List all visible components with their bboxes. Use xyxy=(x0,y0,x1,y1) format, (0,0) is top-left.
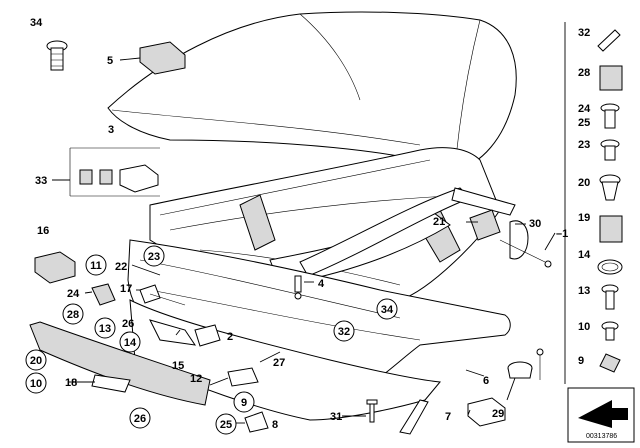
bracket-7 xyxy=(399,399,429,435)
seal-strip xyxy=(29,321,211,406)
leader-lines xyxy=(52,57,556,424)
svg-text:11: 11 xyxy=(90,260,102,272)
hinge-11 xyxy=(91,283,116,306)
sidebar-part-28-shape xyxy=(599,65,623,91)
callout-22: 22 xyxy=(115,261,127,273)
screw-34 xyxy=(46,40,68,71)
sidebar-label-23: 23 xyxy=(578,139,590,151)
circled-callout-10: 10 xyxy=(25,372,47,394)
callout-4: 4 xyxy=(318,278,325,290)
callout-17: 17 xyxy=(120,283,132,295)
sidebar-label-24: 24 xyxy=(578,103,591,115)
svg-text:25: 25 xyxy=(220,419,232,431)
clip-8 xyxy=(244,411,269,433)
sidebar-label-13: 13 xyxy=(578,285,590,297)
callout-34a: 34 xyxy=(30,17,43,29)
callout-3: 3 xyxy=(108,124,114,136)
svg-text:23: 23 xyxy=(148,251,160,263)
callout-8: 8 xyxy=(272,419,278,431)
callout-6: 6 xyxy=(483,375,489,387)
buffer-29 xyxy=(507,348,544,380)
sidebar-label-9: 9 xyxy=(578,355,584,367)
callout-30: 30 xyxy=(529,218,541,230)
rod-assembly xyxy=(139,284,221,347)
pad-5 xyxy=(139,41,186,75)
sidebar-part-13-shape xyxy=(601,284,619,310)
bolt-31 xyxy=(366,399,378,423)
circled-callout-26b: 26 xyxy=(129,407,151,429)
callout-7: 7 xyxy=(445,411,451,423)
sidebar-label-25: 25 xyxy=(578,117,590,129)
callout-12: 12 xyxy=(190,373,202,385)
svg-text:20: 20 xyxy=(30,355,42,367)
circled-callout-24: 11 xyxy=(85,254,107,276)
callout-2: 2 xyxy=(227,331,233,343)
sidebar-part-23-shape xyxy=(600,139,620,161)
block-6 xyxy=(467,397,506,427)
circled-callout-20: 20 xyxy=(25,349,47,371)
sidebar-label-10: 10 xyxy=(578,321,590,333)
circled-callout-32: 32 xyxy=(333,320,355,342)
callout-18: 18 xyxy=(65,377,77,389)
sidebar-part-10-shape xyxy=(601,321,619,341)
sidebar-part-24-25-shape xyxy=(600,103,620,129)
svg-text:32: 32 xyxy=(338,326,350,338)
svg-text:34: 34 xyxy=(381,304,394,316)
svg-text:9: 9 xyxy=(241,397,247,409)
sidebar-part-32-shape xyxy=(597,29,621,52)
callout-16: 16 xyxy=(37,225,49,237)
block-16 xyxy=(34,251,76,284)
circled-callout-23: 23 xyxy=(143,245,165,267)
callout-27: 27 xyxy=(273,357,285,369)
document-number: 00313786 xyxy=(586,433,617,440)
circled-callout-9: 9 xyxy=(233,391,255,413)
circled-callout-13: 13 xyxy=(94,317,116,339)
svg-text:13: 13 xyxy=(99,323,111,335)
callout-15: 15 xyxy=(172,360,184,372)
callout-31: 31 xyxy=(330,411,342,423)
circled-callouts: 23 11 28 13 14 20 10 26 xyxy=(25,245,398,435)
sidebar-label-14: 14 xyxy=(578,249,591,261)
hydraulic-cylinder-30 xyxy=(499,220,552,268)
callout-5: 5 xyxy=(107,55,113,67)
callout-11: 24 xyxy=(67,288,80,300)
svg-text:28: 28 xyxy=(67,309,79,321)
circled-callout-28: 28 xyxy=(62,303,84,325)
sidebar-part-14-shape xyxy=(597,259,623,275)
soft-top-cover xyxy=(107,11,517,171)
sidebar-label-20: 20 xyxy=(578,177,590,189)
sidebar-label-28: 28 xyxy=(578,67,590,79)
callout-1: –1 xyxy=(556,228,568,240)
bracket-21 xyxy=(469,209,501,241)
callout-33: 33 xyxy=(35,175,47,187)
svg-text:14: 14 xyxy=(124,337,137,349)
callout-21: 21 xyxy=(433,216,445,228)
sidebar-part-19-shape xyxy=(599,215,623,243)
circled-callout-25: 25 xyxy=(215,413,237,435)
pin-4 xyxy=(294,275,302,300)
circled-callout-14: 14 xyxy=(119,331,141,353)
doc-number-frame xyxy=(567,387,635,443)
sidebar-label-19: 19 xyxy=(578,212,590,224)
callout-labels: 34 5 3 33 16 22 24 17 26 18 15 2 27 12 8… xyxy=(30,17,568,431)
svg-text:10: 10 xyxy=(30,378,42,390)
sidebar-part-9-shape xyxy=(599,353,621,373)
roof-bow xyxy=(299,187,516,277)
callout-26a: 26 xyxy=(122,318,134,330)
svg-text:26: 26 xyxy=(134,413,146,425)
sidebar-labels: 32 28 24 25 23 20 19 14 13 10 9 xyxy=(578,27,591,367)
lock-12 xyxy=(227,367,259,387)
circled-callout-34b: 34 xyxy=(376,298,398,320)
sidebar-part-20-shape xyxy=(599,174,621,201)
clip-group-33 xyxy=(69,147,160,197)
sidebar-label-32: 32 xyxy=(578,27,590,39)
callout-29: 29 xyxy=(492,408,504,420)
